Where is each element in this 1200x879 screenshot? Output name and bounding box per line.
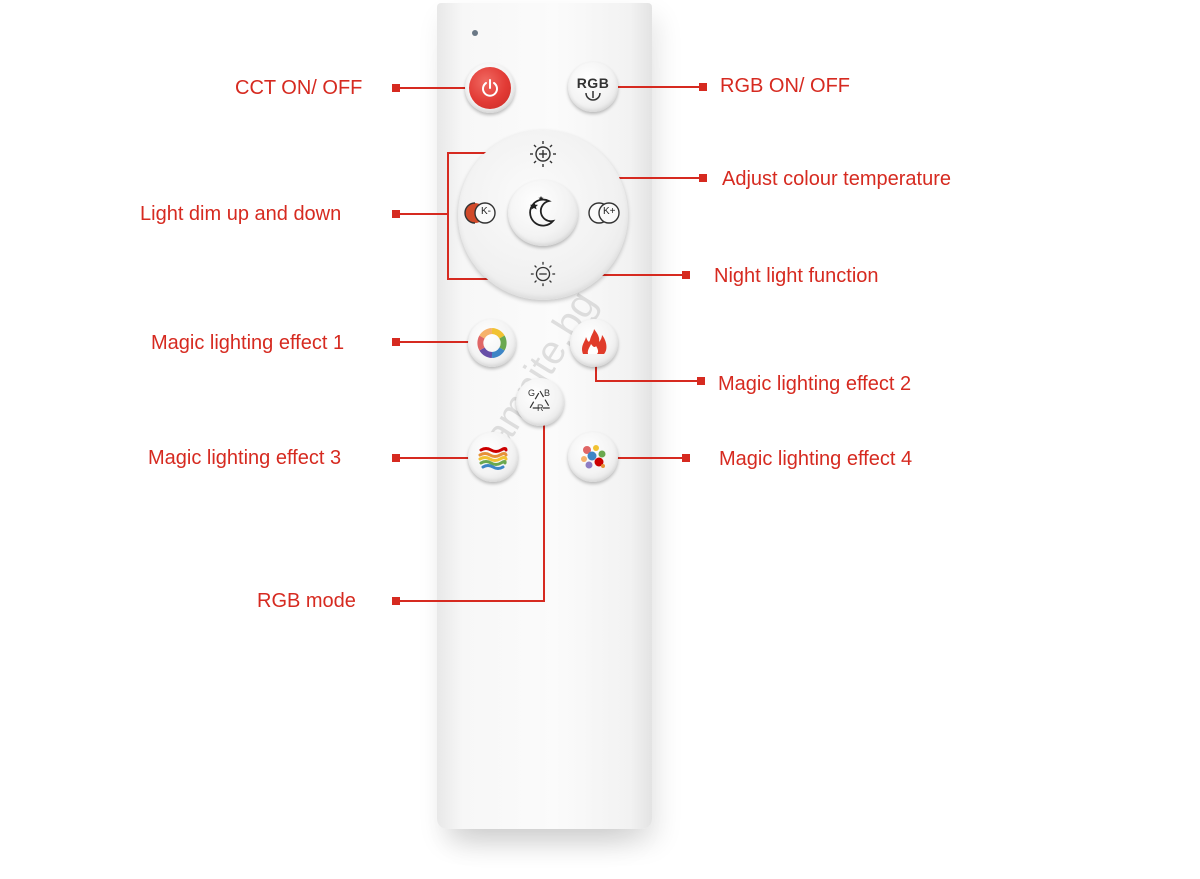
cct-power-button[interactable] xyxy=(465,63,515,113)
magic-effect-2-button[interactable] xyxy=(570,319,618,367)
label-adjust-colour-temperature: Adjust colour temperature xyxy=(722,168,952,190)
color-temp-cool-button[interactable]: K+ xyxy=(587,198,627,228)
label-magic-effect-2: Magic lighting effect 2 xyxy=(718,373,912,395)
flame-icon xyxy=(582,329,607,354)
k-minus-label: K- xyxy=(481,206,491,217)
magic-effect-1-button[interactable] xyxy=(468,319,516,367)
k-plus-label: K+ xyxy=(603,206,616,217)
rgb-mode-letter-b: B xyxy=(544,388,551,398)
sun-plus-icon xyxy=(530,141,556,167)
cool-temperature-icon xyxy=(588,202,620,224)
label-rgb-onoff: RGB ON/ OFF xyxy=(720,75,850,97)
label-magic-effect-3: Magic lighting effect 3 xyxy=(148,447,342,469)
rgb-icon xyxy=(585,91,601,101)
color-wheel-icon xyxy=(477,328,507,358)
label-magic-effect-1: Magic lighting effect 1 xyxy=(151,332,345,354)
warm-temperature-icon xyxy=(464,202,496,224)
label-light-dim: Light dim up and down xyxy=(140,203,342,225)
magic-effect-3-button[interactable] xyxy=(468,432,518,482)
color-dots-icon xyxy=(581,445,606,469)
label-cct-onoff: CCT ON/ OFF xyxy=(235,77,363,99)
rgb-button-label: RGB xyxy=(576,75,610,91)
brightness-up-button[interactable] xyxy=(523,136,563,172)
magic-effect-4-button[interactable] xyxy=(568,432,618,482)
rgb-mode-letter-g: G xyxy=(528,388,536,398)
indicator-led xyxy=(472,30,478,36)
color-temp-warm-button[interactable]: K- xyxy=(463,198,503,228)
rgb-power-button[interactable]: RGB xyxy=(568,62,618,112)
brightness-down-button[interactable] xyxy=(523,256,563,292)
label-rgb-mode: RGB mode xyxy=(257,590,356,612)
sun-minus-icon xyxy=(530,261,556,287)
label-magic-effect-4: Magic lighting effect 4 xyxy=(719,448,913,470)
label-night-light: Night light function xyxy=(714,265,879,287)
night-light-button[interactable] xyxy=(508,180,578,246)
moon-stars-icon xyxy=(529,196,556,227)
wave-colors-icon xyxy=(478,447,508,470)
rgb-mode-letter-r: R xyxy=(537,403,544,413)
power-icon xyxy=(482,79,498,97)
rgb-mode-button[interactable]: G B R xyxy=(516,378,564,426)
